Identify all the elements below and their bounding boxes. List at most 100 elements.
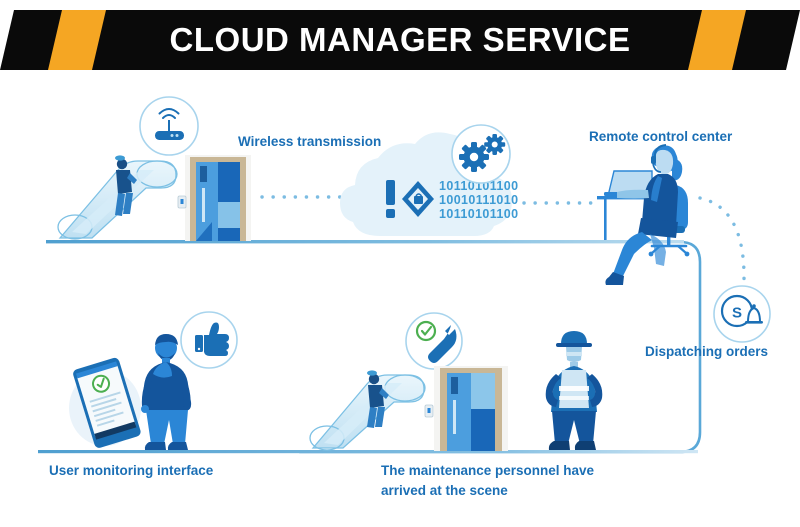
operator-torso <box>642 174 678 226</box>
elevator-door-right-lower-upper <box>218 202 240 228</box>
router-antenna <box>168 120 170 131</box>
banner-stripe-left <box>48 10 106 70</box>
phone-status-bar <box>75 361 118 379</box>
escalator-steps-upper <box>72 170 154 234</box>
elevator-door-right-upper-lower <box>471 373 495 409</box>
operator-headset-mic <box>652 163 662 173</box>
cloud-cube-icon <box>402 181 434 217</box>
thumbs-up-hand <box>204 322 229 356</box>
router-signal-arc-2 <box>158 108 180 115</box>
wrench-shape <box>428 325 457 363</box>
cloud-alert-icon <box>386 180 395 218</box>
user-neck <box>162 358 170 364</box>
elevator-door-right-upper <box>218 162 240 202</box>
vest-reflective-stripe-1 <box>559 386 589 391</box>
maintenance-check-mark <box>420 325 433 336</box>
dispatch-bell-icon: S <box>713 285 771 343</box>
cloud-binary-line-0: 10110101100 <box>439 179 519 193</box>
header-banner <box>0 10 800 70</box>
dispatch-letter: S <box>732 305 742 322</box>
bell-top-knob <box>752 304 756 308</box>
dotted-link-operator-to-dispatch <box>698 196 746 282</box>
technician-mask <box>566 352 582 356</box>
thumbs-up-icon <box>180 311 238 369</box>
standing-user <box>141 334 192 450</box>
label-maintenance-arrived: The maintenance personnel have arrived a… <box>381 463 595 498</box>
escalator-passenger-lower <box>367 370 389 428</box>
desk-leg <box>604 199 607 240</box>
phone-bottom-bar <box>94 421 137 440</box>
smartphone-monitoring-app <box>69 357 141 448</box>
phone-text-lines <box>89 391 124 427</box>
elevator-indicator-lower <box>451 377 458 394</box>
operator-leg-upper <box>613 232 652 278</box>
elevator-call-button-led-upper <box>180 199 184 204</box>
user-trousers <box>146 410 188 444</box>
technician-trousers <box>552 411 596 444</box>
user-shoe-right <box>167 442 188 450</box>
user-hair <box>155 334 178 345</box>
chair-post <box>667 232 671 246</box>
label-remote-control-center: Remote control center <box>589 129 733 144</box>
elevator-indicator-upper <box>200 166 207 182</box>
user-shoe-left <box>144 442 166 450</box>
escalator-with-passenger-upper <box>57 155 178 240</box>
router-body <box>155 131 184 140</box>
technician-helmet-brim <box>556 343 592 347</box>
cloud-binary-line-2: 10110101100 <box>439 207 519 221</box>
operator-person <box>605 144 683 285</box>
label-user-monitoring-interface: User monitoring interface <box>49 463 214 478</box>
elevator-door-right-lower-lower <box>471 409 495 451</box>
technician-helmet <box>561 331 587 344</box>
lower-floor-line <box>38 450 698 454</box>
operator-arm <box>617 189 649 199</box>
banner-background <box>0 10 800 70</box>
technician-arm-left <box>545 374 561 407</box>
elevator-call-button-led-lower <box>427 408 431 413</box>
operator-face <box>655 149 674 175</box>
page-title: CLOUD MANAGER SERVICE <box>169 21 631 58</box>
upper-floor-line <box>46 240 684 244</box>
operator-ponytail <box>672 158 683 181</box>
vest-reflective-stripe-2 <box>559 396 589 400</box>
bell-base <box>745 321 763 324</box>
technician-neck <box>570 362 578 367</box>
cloud-binary-line-1: 10010111010 <box>439 193 519 207</box>
operator-blouse-highlight <box>651 176 662 202</box>
technician-boot-right <box>574 441 596 450</box>
elevator-door-seam-upper <box>202 188 205 222</box>
wrench-check-icon <box>405 312 463 370</box>
wifi-router-icon <box>139 96 199 156</box>
user-arm-right <box>181 380 191 407</box>
maintenance-check-circle <box>415 320 437 342</box>
label-wireless-transmission: Wireless transmission <box>238 134 382 149</box>
router-signal-arc-1 <box>162 114 176 119</box>
operator-leg-back <box>650 234 666 266</box>
escalator-passenger-upper <box>115 155 137 216</box>
phone-status-check-mark <box>96 377 105 388</box>
remote-operator-at-desk <box>597 144 690 285</box>
gears-icon <box>451 124 511 184</box>
elevator-door-upper <box>177 155 251 241</box>
elevator-door-seam-lower <box>453 400 456 434</box>
technician-boot-left <box>548 441 570 450</box>
escalator-with-passenger-lower <box>309 370 426 451</box>
operator-skirt <box>638 218 678 238</box>
gear-large <box>459 142 489 172</box>
bell-body <box>747 307 761 323</box>
elevator-door-right-bottom-upper <box>218 228 240 241</box>
technician-arm-right <box>587 374 603 407</box>
operator-shoe <box>605 272 624 285</box>
user-collar <box>153 362 172 378</box>
banner-stripe-right <box>688 10 746 70</box>
elevator-door-lower <box>424 366 508 451</box>
maintenance-technician <box>545 331 603 450</box>
user-arm-left <box>141 380 152 407</box>
thumbs-up-cuff <box>195 335 203 352</box>
elevator-floor-shadow-upper <box>196 222 212 241</box>
operator-headset-earpiece <box>651 156 656 164</box>
label-dispatching-orders: Dispatching orders <box>645 344 769 359</box>
operator-headset-band <box>653 144 667 159</box>
